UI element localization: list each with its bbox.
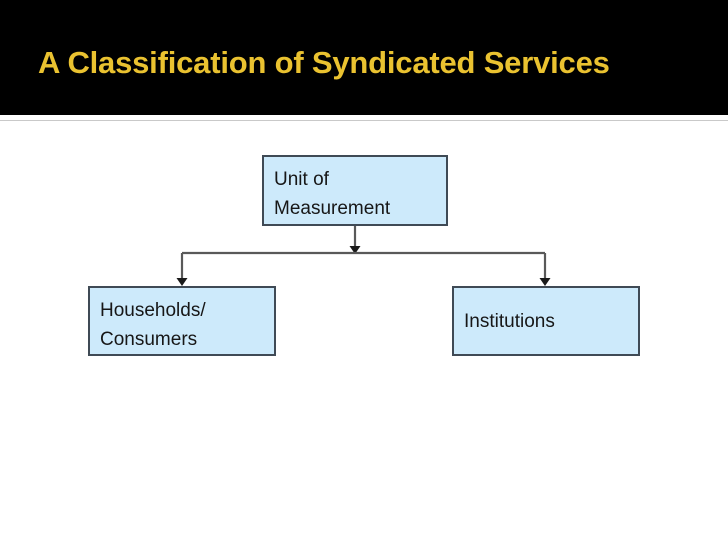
title-band	[0, 0, 728, 115]
page-title: A Classification of Syndicated Services	[38, 45, 610, 80]
node-households-consumers[interactable]: Households/ Consumers	[88, 286, 276, 356]
node-institutions[interactable]: Institutions	[452, 286, 640, 356]
title-divider	[0, 120, 728, 121]
node-unit-of-measurement[interactable]: Unit of Measurement	[262, 155, 448, 226]
